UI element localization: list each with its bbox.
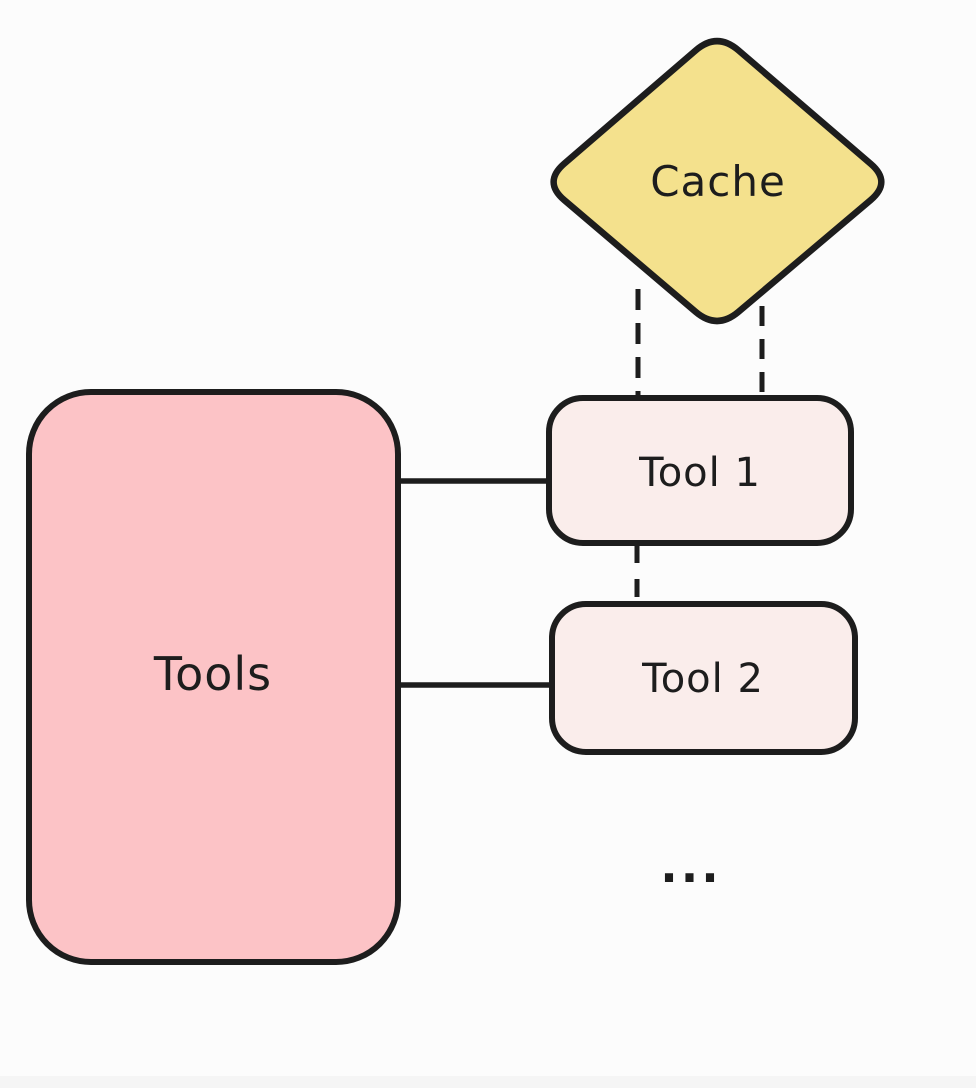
tool1-node — [546, 395, 854, 546]
bottom-edge-shade — [0, 1076, 976, 1088]
diagram-labels: Cache Tools Tool 1 Tool 2 ... — [153, 157, 786, 893]
tool2-label: Tool 2 — [641, 656, 764, 702]
diagram-strokes — [26, 37, 885, 965]
tools-label: Tools — [153, 647, 272, 701]
tool1-label: Tool 1 — [638, 450, 761, 496]
tool2-node — [549, 601, 858, 755]
cache-node — [550, 37, 885, 325]
cache-label: Cache — [650, 157, 786, 206]
ellipsis-label: ... — [660, 839, 721, 893]
tools-node — [26, 389, 401, 965]
